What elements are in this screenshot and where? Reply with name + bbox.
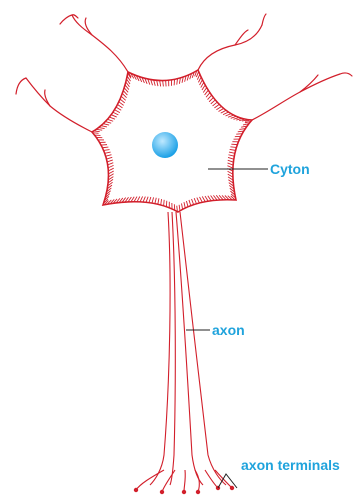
membrane-tick <box>197 74 199 79</box>
membrane-tick <box>96 129 102 130</box>
membrane-tick <box>198 77 201 82</box>
membrane-tick <box>111 115 117 117</box>
membrane-tick <box>93 133 99 134</box>
membrane-tick <box>230 147 236 148</box>
membrane-tick <box>140 196 143 201</box>
membrane-tick <box>108 168 113 171</box>
membrane-tick <box>209 98 213 102</box>
membrane-tick <box>214 104 219 108</box>
membrane-tick <box>205 90 209 95</box>
axon-label: axon <box>212 322 245 338</box>
membrane-tick <box>213 102 218 106</box>
dendrites <box>16 14 352 132</box>
membrane-tick <box>223 112 228 115</box>
membrane-tick <box>177 206 178 212</box>
membrane-tick <box>230 149 236 150</box>
membrane-tick <box>202 196 205 201</box>
membrane-tick <box>208 196 211 201</box>
membrane-tick <box>164 200 165 206</box>
membrane-tick <box>120 99 125 103</box>
membrane-tick <box>228 163 234 165</box>
membrane-tick <box>143 197 145 203</box>
membrane-tick <box>205 196 208 201</box>
membrane-tick <box>107 119 113 121</box>
membrane-tick <box>103 124 109 125</box>
membrane-tick <box>179 205 180 211</box>
membrane-tick <box>108 165 113 167</box>
membrane-tick <box>105 122 111 124</box>
membrane-tick <box>94 131 100 132</box>
membrane-tick <box>104 150 110 151</box>
membrane-tick <box>105 152 111 153</box>
membrane-tick <box>192 199 194 205</box>
membrane-tick <box>228 157 234 159</box>
membrane-tick <box>99 128 105 129</box>
membrane-tick <box>101 126 107 127</box>
membrane-tick <box>160 80 161 86</box>
membrane-tick <box>102 147 108 148</box>
membrane-tick <box>226 114 232 116</box>
membrane-tick <box>109 117 115 119</box>
membrane-tick <box>189 200 191 206</box>
dendrite-right <box>252 74 340 120</box>
membrane-tick <box>115 110 120 113</box>
membrane-tick <box>200 80 203 85</box>
membrane-tick <box>216 106 221 109</box>
membrane-tick <box>182 203 183 209</box>
membrane-tick <box>118 104 123 107</box>
membrane-tick <box>163 81 164 87</box>
membrane-tick <box>106 155 112 156</box>
membrane-tick <box>149 197 151 203</box>
membrane-tick <box>200 197 203 202</box>
axon-terminals-label: axon terminals <box>241 457 340 473</box>
dendrite-top-left <box>72 15 128 72</box>
membrane-tick <box>116 107 121 110</box>
membrane-tick <box>152 197 154 203</box>
membrane-tick <box>119 102 124 106</box>
membrane-tick <box>236 134 242 135</box>
membrane-tick <box>211 100 215 104</box>
axon <box>150 212 226 485</box>
membrane-tick <box>219 108 224 111</box>
membrane-tick <box>231 116 237 118</box>
membrane-tick <box>158 198 159 204</box>
membrane-tick <box>121 96 125 100</box>
membrane-tick <box>227 166 232 168</box>
dendrite-top-right <box>198 25 262 70</box>
membrane-tick <box>113 112 118 115</box>
membrane-tick <box>155 198 156 204</box>
membrane-tick <box>107 160 113 162</box>
dendrite-left <box>26 78 92 132</box>
membrane-tick <box>208 95 212 99</box>
membrane-tick <box>137 196 140 201</box>
membrane-tick <box>146 197 148 203</box>
membrane-tick <box>108 163 114 165</box>
membrane-tick <box>229 152 235 153</box>
membrane-tick <box>228 155 234 156</box>
membrane-tick <box>108 171 113 174</box>
membrane-tick <box>228 115 234 117</box>
cyton-label: Cyton <box>270 161 310 177</box>
membrane-tick <box>203 88 206 93</box>
membrane-tick <box>106 157 112 159</box>
membrane-tick <box>202 85 205 90</box>
membrane-tick <box>197 198 200 203</box>
membrane-tick <box>201 82 204 87</box>
membrane-tick <box>194 198 196 204</box>
membrane-tick <box>221 110 226 113</box>
membrane-tick <box>228 160 234 162</box>
membrane-tick <box>186 201 188 207</box>
membrane-tick <box>184 202 185 208</box>
membrane-tick <box>206 93 210 98</box>
nucleus <box>152 132 178 158</box>
membrane-tick <box>161 199 162 205</box>
